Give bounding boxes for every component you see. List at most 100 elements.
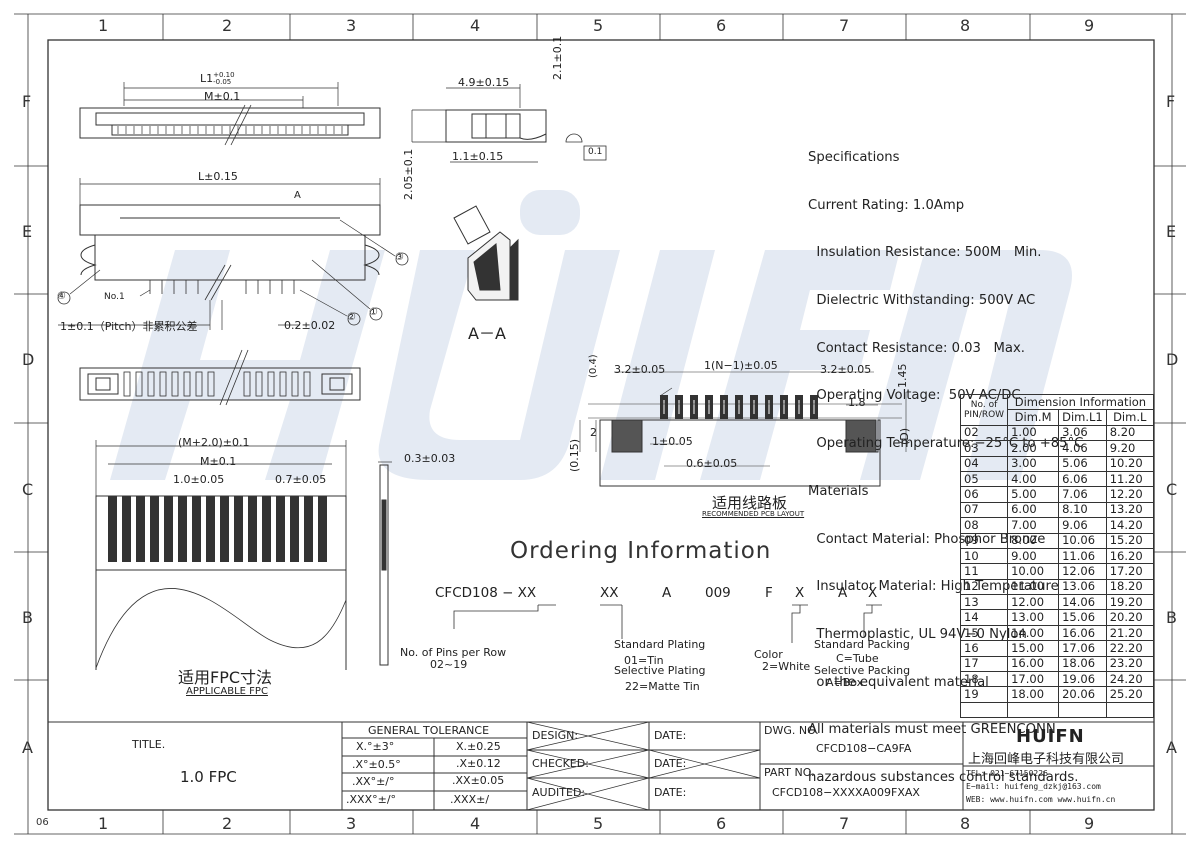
table-cell: 2.00 — [1007, 440, 1060, 457]
table-cell: 10.06 — [1058, 532, 1107, 549]
table-cell: 18 — [959, 671, 1009, 688]
dim-pn: 1(N−1)±0.05 — [704, 359, 778, 372]
table-cell: 18.00 — [1007, 686, 1060, 703]
zone-col-4-bottom: 4 — [470, 814, 481, 833]
table-cell: 3.00 — [1007, 455, 1060, 472]
spec-line: Current Rating: 1.0Amp — [808, 197, 965, 213]
table-cell: 6.06 — [1058, 470, 1107, 488]
table-cell: 18.20 — [1105, 578, 1154, 596]
company-email: E−mail: huifeng_dzkj@163.com — [966, 782, 1101, 791]
tol-angle-0: X.°±3° — [356, 740, 395, 753]
fpc-title-cn: 适用FPC寸法 — [178, 668, 273, 687]
date-label-1: DATE: — [654, 729, 687, 742]
dim-w10: 1.0±0.05 — [173, 473, 225, 486]
table-cell: 17.00 — [1007, 671, 1060, 688]
table-cell: 14 — [959, 609, 1009, 626]
checked-label: CHECKED: — [532, 757, 589, 770]
tol-angle-3: .XXX°±/° — [346, 793, 397, 806]
table-cell: 19.20 — [1105, 594, 1154, 611]
code-base: CFCD108 − XX — [435, 585, 537, 601]
table-cell: 5.06 — [1058, 455, 1107, 472]
table-cell: 12.06 — [1058, 563, 1107, 580]
title-block — [48, 721, 1154, 811]
fpc-view — [95, 440, 392, 670]
table-cell: 9.20 — [1105, 440, 1154, 457]
table-cell: 5.00 — [1007, 486, 1060, 503]
table-cell: 10.00 — [1007, 563, 1060, 580]
color-label: Color — [754, 648, 783, 661]
title-label: TITLE. — [132, 738, 166, 751]
dim-flatness: 0.1 — [588, 147, 603, 157]
tol-angle-1: .X°±0.5° — [352, 758, 401, 771]
table-cell: 14.00 — [1007, 624, 1060, 642]
packing-selective: Selective Packing — [814, 664, 911, 677]
table-cell: 14.06 — [1058, 594, 1107, 611]
fpc-title-en: APPLICABLE FPC — [186, 686, 268, 697]
ordering-leaders — [453, 604, 882, 643]
dim-m: M±0.1 — [204, 90, 241, 103]
table-cell: 17 — [959, 655, 1009, 673]
audited-label: AUDITED: — [532, 786, 586, 799]
table-cell: 4.06 — [1058, 440, 1107, 457]
callout-3: ③ — [395, 252, 404, 263]
table-cell: 16.20 — [1105, 547, 1154, 565]
dim-a-mark: A — [294, 190, 301, 201]
zone-col-5: 5 — [593, 16, 604, 35]
dim-p18: 1.8 — [848, 396, 866, 409]
callout-4: ④ — [57, 291, 66, 302]
table-cell: 9.00 — [1007, 547, 1060, 565]
plating-matte: 22=Matte Tin — [625, 680, 700, 693]
table-cell: 19 — [959, 686, 1009, 703]
zone-row-e: E — [22, 222, 33, 241]
table-cell: 25.20 — [1105, 686, 1154, 703]
table-cell: 8.00 — [1007, 532, 1060, 549]
table-cell: 9.06 — [1058, 517, 1107, 534]
table-cell: 12.20 — [1105, 486, 1154, 503]
table-cell: 10 — [959, 547, 1009, 565]
zone-row-f: F — [22, 92, 32, 111]
table-col-dim-l: Dim.L — [1105, 409, 1154, 426]
table-cell: 11.00 — [1007, 578, 1060, 596]
zone-row-a: A — [22, 738, 33, 757]
color-white: 2=White — [762, 660, 811, 673]
dim-m-fpc: M±0.1 — [200, 455, 237, 468]
sheet-frame — [14, 13, 1186, 835]
design-label: DESIGN: — [532, 729, 579, 742]
dim-w11: 1.1±0.15 — [452, 150, 504, 163]
table-cell: 10.20 — [1105, 455, 1154, 472]
zone-row-b: B — [22, 608, 33, 627]
table-cell — [1058, 701, 1107, 719]
section-a-a — [453, 205, 519, 301]
zone-col-3: 3 — [346, 16, 357, 35]
dim-w07: 0.7±0.05 — [275, 473, 327, 486]
table-head-group: Dimension Information — [1007, 393, 1154, 411]
pins-label: No. of Pins per Row — [400, 646, 507, 659]
dim-pitch: 1±0.1（Pitch）非累积公差 — [60, 320, 198, 333]
dim-l: L±0.15 — [198, 170, 238, 183]
tol-linear-3: .XXX±/ — [450, 793, 490, 806]
spec-line: Insulation Resistance: 500M Min. — [808, 245, 1042, 261]
table-cell: 15.00 — [1007, 640, 1060, 657]
table-cell: 1.00 — [1007, 424, 1060, 442]
table-cell: 09 — [959, 532, 1009, 549]
table-cell: 05 — [959, 470, 1009, 488]
table-cell: 11 — [959, 563, 1009, 580]
table-cell: 08 — [959, 517, 1009, 534]
table-row-empty — [959, 701, 1154, 719]
spec-line: Materials — [808, 483, 869, 499]
